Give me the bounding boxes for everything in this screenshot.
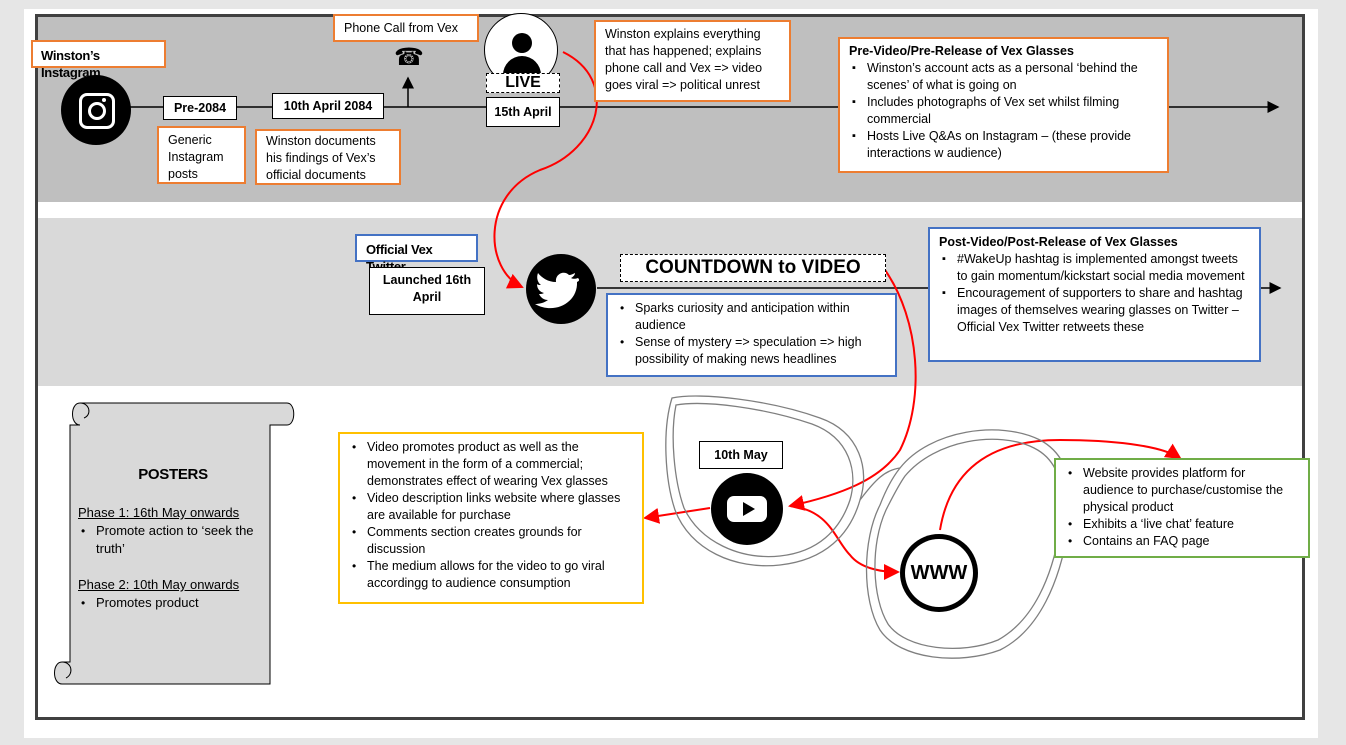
launched-label: Launched 16th April: [369, 267, 485, 315]
explains-note: Winston explains everything that has hap…: [594, 20, 791, 102]
generic-posts-note: Generic Instagram posts: [157, 126, 246, 184]
documents-note: Winston documents his findings of Vex’s …: [255, 129, 401, 185]
phase2-item: Promotes product: [81, 594, 268, 612]
red-arrow-web-to-list: [939, 438, 1182, 531]
twitter-title: Official Vex Twitter: [355, 234, 478, 274]
www-label: WWW: [910, 562, 968, 584]
post-video-item: #WakeUp hashtag is implemented amongst t…: [942, 251, 1250, 285]
countdown-label: COUNTDOWN to VIDEO: [620, 254, 886, 282]
website-box: Website provides platform for audience t…: [1054, 458, 1310, 558]
countdown-item: Sparks curiosity and anticipation within…: [620, 300, 886, 334]
video-item: Comments section creates grounds for dis…: [352, 524, 633, 558]
twitter-bird-icon: [526, 254, 596, 324]
pre-video-item: Winston’s account acts as a personal ‘be…: [852, 60, 1158, 94]
video-item: Video promotes product as well as the mo…: [352, 439, 633, 490]
red-arrow-video-to-web: [789, 505, 900, 580]
video-item: Video description links website where gl…: [352, 490, 633, 524]
instagram-title: Winston’s Instagram: [31, 40, 166, 80]
website-item: Website provides platform for audience t…: [1068, 465, 1299, 516]
posters-title: POSTERS: [138, 466, 208, 483]
post-video-item: Encouragement of supporters to share and…: [942, 285, 1250, 336]
countdown-item: Sense of mystery => speculation => high …: [620, 334, 886, 368]
video-date-label: 10th May: [699, 441, 783, 469]
live-label: LIVE: [486, 73, 560, 93]
glasses-outline: [665, 395, 1072, 659]
pre-video-item: Hosts Live Q&As on Instagram – (these pr…: [852, 128, 1158, 162]
phone-call-label: Phone Call from Vex: [333, 14, 479, 42]
website-item: Contains an FAQ page: [1068, 533, 1299, 550]
phone-icon: ☎: [394, 44, 424, 71]
post-video-box: Post-Video/Post-Release of Vex Glasses #…: [928, 227, 1261, 362]
post-video-title: Post-Video/Post-Release of Vex Glasses: [939, 235, 1178, 249]
www-icon: WWW: [900, 534, 978, 612]
pre-video-box: Pre-Video/Pre-Release of Vex Glasses Win…: [838, 37, 1169, 173]
phase2-label: Phase 2: 10th May onwards: [78, 577, 240, 592]
pre2084-label: Pre-2084: [163, 96, 237, 120]
video-item: The medium allows for the video to go vi…: [352, 558, 633, 592]
video-box: Video promotes product as well as the mo…: [338, 432, 644, 604]
red-arrow-countdown-to-video: [788, 269, 917, 511]
pre-video-title: Pre-Video/Pre-Release of Vex Glasses: [849, 44, 1074, 58]
youtube-icon: [711, 473, 783, 545]
phase1-label: Phase 1: 16th May onwards: [78, 505, 240, 520]
phase1-item: Promote action to ‘seek the truth’: [81, 522, 268, 558]
website-item: Exhibits a ‘live chat’ feature: [1068, 516, 1299, 533]
outer-frame: [35, 14, 1305, 720]
posters-content: POSTERS Phase 1: 16th May onwards Promot…: [78, 466, 268, 612]
pre-video-item: Includes photographs of Vex set whilst f…: [852, 94, 1158, 128]
countdown-box: Sparks curiosity and anticipation within…: [606, 293, 897, 377]
april10-label: 10th April 2084: [272, 93, 384, 119]
instagram-icon: [61, 75, 131, 145]
april15-label: 15th April: [486, 97, 560, 127]
red-arrow-video-to-list: [643, 507, 711, 524]
